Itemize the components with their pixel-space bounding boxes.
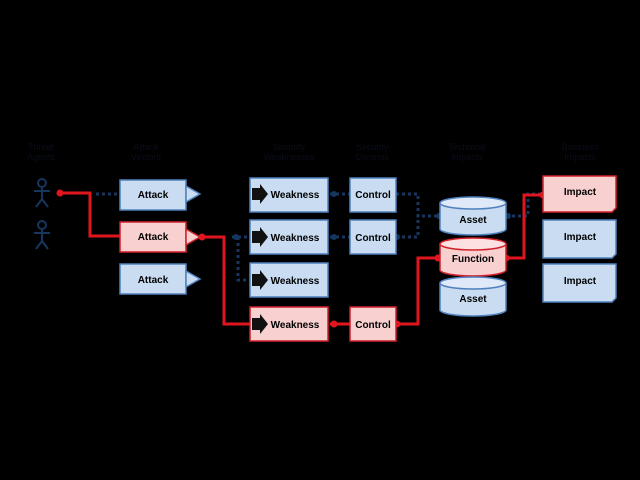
weakness-label: Weakness xyxy=(271,320,320,331)
impact-label: Impact xyxy=(564,187,597,198)
asset-label: Asset xyxy=(459,294,487,305)
weakness-box: Weakness xyxy=(249,177,329,213)
asset-cylinder: Asset xyxy=(439,276,507,317)
connector-control1-asset xyxy=(396,192,440,218)
connector-dot xyxy=(331,191,337,197)
path-dot xyxy=(330,320,338,328)
connector-attack2-weakness3 xyxy=(236,237,250,282)
asset-cylinder: Asset xyxy=(439,196,507,236)
column-headers: Threat Agents Attack Vectors Security We… xyxy=(27,142,599,162)
weakness-label: Weakness xyxy=(271,276,320,287)
business-impacts: Impact Impact Impact xyxy=(542,175,617,303)
weakness-box-highlighted: Weakness xyxy=(249,306,329,342)
header-security-weaknesses-line2: Weaknesses xyxy=(263,152,315,162)
header-technical-impacts-line2: Impacts xyxy=(451,152,483,162)
header-business-impacts-line2: Impacts xyxy=(564,152,596,162)
weakness-box: Weakness xyxy=(249,219,329,255)
weakness-box: Weakness xyxy=(249,262,329,298)
impact-box-highlighted: Impact xyxy=(542,175,617,213)
header-attack-vectors-line2: Vectors xyxy=(131,152,162,162)
technical-impacts: Asset Function Asset xyxy=(439,196,507,317)
attack-label: Attack xyxy=(138,190,169,201)
header-security-controls-line1: Security xyxy=(356,142,389,152)
header-business-impacts-line1: Business xyxy=(562,142,599,152)
connector-control2-asset xyxy=(396,216,420,239)
threat-agents xyxy=(34,178,50,250)
header-attack-vectors-line1: Attack xyxy=(133,142,159,152)
asset-label: Asset xyxy=(459,215,487,226)
control-box: Control xyxy=(349,219,397,255)
attack-label: Attack xyxy=(138,232,169,243)
control-label: Control xyxy=(355,320,391,331)
red-attack-path xyxy=(60,191,542,326)
impact-label: Impact xyxy=(564,232,597,243)
attack-vectors: Attack Attack Attack xyxy=(119,179,202,295)
attack-label: Attack xyxy=(138,275,169,286)
header-security-weaknesses-line1: Security xyxy=(273,142,306,152)
impact-box: Impact xyxy=(542,263,617,303)
header-threat-agents-line2: Agents xyxy=(27,152,56,162)
path-function-impact1 xyxy=(506,193,542,260)
control-label: Control xyxy=(355,233,391,244)
attack-box: Attack xyxy=(119,179,202,211)
function-label: Function xyxy=(452,254,494,265)
person-icon xyxy=(34,178,50,208)
path-dot xyxy=(56,189,64,197)
person-icon xyxy=(34,220,50,250)
control-label: Control xyxy=(355,190,391,201)
path-agent-attack2 xyxy=(60,191,120,238)
path-dot xyxy=(198,233,206,241)
security-weaknesses: Weakness Weakness Weakness Weakness xyxy=(249,177,329,342)
header-threat-agents-line1: Threat xyxy=(28,142,55,152)
function-cylinder-highlighted: Function xyxy=(439,237,507,277)
attack-box: Attack xyxy=(119,263,202,295)
security-controls: Control Control Control xyxy=(349,177,397,342)
connector-dot xyxy=(331,234,337,240)
impact-box: Impact xyxy=(542,219,617,259)
attack-box-highlighted: Attack xyxy=(119,221,202,253)
path-attack2-weakness4 xyxy=(200,235,250,326)
path-control3-function xyxy=(396,256,440,326)
control-box: Control xyxy=(349,177,397,213)
weakness-label: Weakness xyxy=(271,233,320,244)
control-box-highlighted: Control xyxy=(349,306,397,342)
weakness-label: Weakness xyxy=(271,190,320,201)
connector-dot xyxy=(233,234,239,240)
impact-label: Impact xyxy=(564,276,597,287)
header-security-controls-line2: Controls xyxy=(355,152,389,162)
header-technical-impacts-line1: Technical xyxy=(448,142,486,152)
